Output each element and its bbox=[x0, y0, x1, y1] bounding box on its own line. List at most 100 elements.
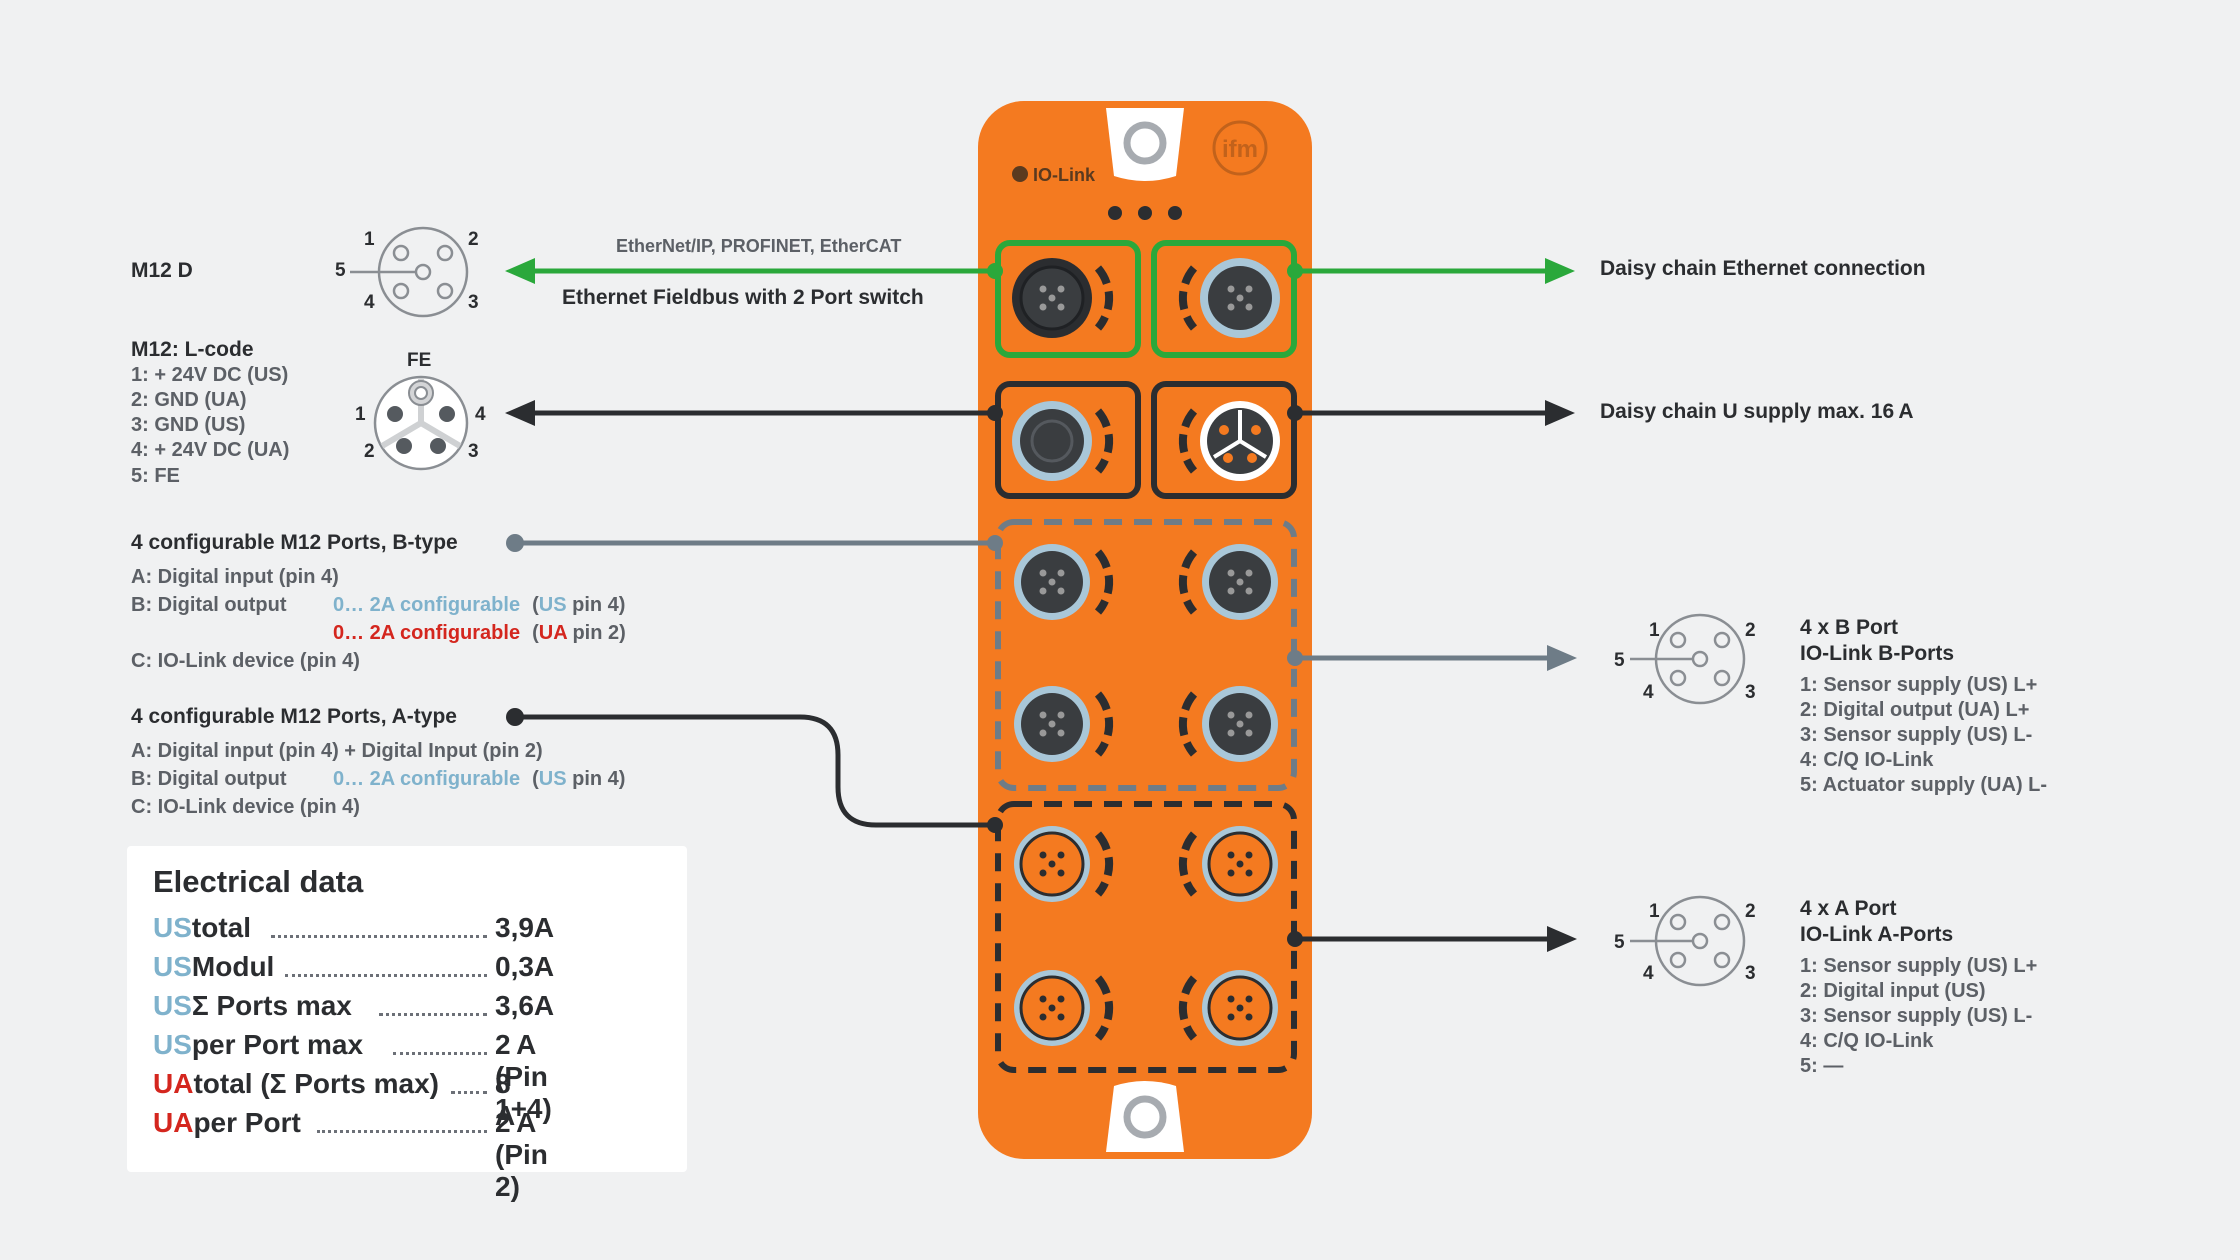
a-type-config-us-range: 0… 2A configurable bbox=[333, 768, 521, 790]
l-code-pin-2: 2 bbox=[364, 441, 375, 462]
m12-d-pinout-icon bbox=[350, 226, 469, 318]
l-code-fe-label: FE bbox=[407, 350, 432, 371]
power-in-port-icon bbox=[1012, 401, 1114, 481]
b-port-pin-4: 4 bbox=[1643, 682, 1654, 703]
ethernet-port-1-icon bbox=[1012, 258, 1114, 338]
b-port-pin-1-desc: 1: Sensor supply (US) L+ bbox=[1800, 674, 2038, 696]
a-port-pin-1-desc: 1: Sensor supply (US) L+ bbox=[1800, 955, 2038, 977]
a-port-title: 4 x A Port bbox=[1800, 897, 1897, 920]
status-led-icon bbox=[1108, 206, 1122, 220]
b-port-pin-5: 5 bbox=[1614, 650, 1625, 671]
electrical-row-value: 8 A bbox=[495, 1068, 517, 1131]
leader-dots bbox=[317, 1130, 487, 1133]
electrical-data-panel: Electrical data US total 3,9A US Modul 0… bbox=[127, 846, 687, 1202]
m12-d-title: M12 D bbox=[131, 259, 193, 282]
electrical-row-value: 2 A (Pin 1+4) bbox=[495, 1029, 552, 1124]
electrical-row-value: 3,9A bbox=[495, 912, 555, 943]
a-port-pinout-icon bbox=[1630, 895, 1746, 987]
a-type-config-us: 0… 2A configurable(US pin 4) bbox=[333, 768, 625, 791]
svg-text:ifm: ifm bbox=[1222, 136, 1258, 163]
b-type-c-desc: C: IO-Link device (pin 4) bbox=[131, 650, 360, 672]
b-type-config-us-prefix: US bbox=[538, 594, 567, 616]
electrical-row-prefix: US bbox=[153, 990, 192, 1021]
status-led-icon bbox=[1168, 206, 1182, 220]
electrical-row-label: Modul bbox=[191, 951, 275, 982]
b-type-config-ua-pin: pin 2) bbox=[566, 622, 626, 644]
electrical-row-ua-per-port: UA per Port 2 A (Pin 2) bbox=[153, 1107, 548, 1202]
electrical-row-us-ports-max: US Σ Ports max 3,6A bbox=[153, 990, 554, 1022]
status-led-icon bbox=[1138, 206, 1152, 220]
leader-dots bbox=[451, 1091, 487, 1094]
b-type-b-desc: B: Digital output bbox=[131, 594, 287, 616]
a-port-3-icon bbox=[1014, 970, 1114, 1046]
a-port-pin-3: 3 bbox=[1745, 963, 1756, 984]
electrical-row-us-modul: US Modul 0,3A bbox=[153, 951, 554, 983]
l-code-pin-4-desc: 4: + 24V DC (UA) bbox=[131, 439, 290, 461]
electrical-row-prefix: US bbox=[153, 951, 192, 982]
electrical-row-label: Σ Ports max bbox=[191, 990, 352, 1021]
ethernet-port-frame-left bbox=[995, 240, 1141, 358]
b-port-pin-4-desc: 4: C/Q IO-Link bbox=[1800, 749, 1934, 771]
ethernet-fieldbus-label: Ethernet Fieldbus with 2 Port switch bbox=[562, 286, 924, 309]
leader-dots bbox=[379, 1013, 487, 1016]
electrical-row-us-total: US total 3,9A bbox=[153, 912, 554, 944]
a-type-title: 4 configurable M12 Ports, A-type bbox=[131, 705, 457, 728]
electrical-row-label: total (Σ Ports max) bbox=[193, 1068, 439, 1099]
b-port-pin-3-desc: 3: Sensor supply (US) L- bbox=[1800, 724, 2033, 746]
electrical-row-value: 0,3A bbox=[495, 951, 555, 982]
a-port-1-icon bbox=[1014, 826, 1114, 902]
b-port-right-arrow bbox=[1287, 645, 1577, 671]
b-type-title: 4 configurable M12 Ports, B-type bbox=[131, 531, 458, 554]
a-type-config-us-prefix: US bbox=[538, 768, 567, 790]
electrical-row-prefix: UA bbox=[153, 1107, 194, 1138]
leader-dots bbox=[393, 1052, 487, 1055]
m12-d-pin-3: 3 bbox=[468, 292, 479, 313]
m12-d-pin-5: 5 bbox=[335, 260, 346, 281]
power-right-arrow bbox=[1287, 400, 1575, 426]
b-port-pin-5-desc: 5: Actuator supply (UA) L- bbox=[1800, 774, 2048, 796]
ethernet-right-arrow bbox=[1287, 258, 1575, 284]
b-type-config-ua-range: 0… 2A configurable bbox=[333, 622, 521, 644]
a-type-b-desc: B: Digital output bbox=[131, 768, 287, 790]
a-port-pin-3-desc: 3: Sensor supply (US) L- bbox=[1800, 1005, 2033, 1027]
b-type-config-us-pin: pin 4) bbox=[566, 594, 626, 616]
a-port-pin-2: 2 bbox=[1745, 901, 1756, 922]
electrical-row-ua-total: UA total (Σ Ports max) 8 A bbox=[153, 1068, 516, 1131]
power-out-port-icon bbox=[1178, 401, 1280, 481]
mounting-hole-top bbox=[1106, 108, 1184, 181]
mounting-hole-bottom bbox=[1106, 1081, 1184, 1152]
b-type-a-desc: A: Digital input (pin 4) bbox=[131, 566, 339, 588]
b-port-1-icon bbox=[1014, 544, 1114, 620]
a-port-right-arrow bbox=[1287, 926, 1577, 952]
m12-l-code-pinout-icon bbox=[373, 375, 469, 471]
power-port-frame-right bbox=[1151, 381, 1297, 499]
power-port-frame-left bbox=[995, 381, 1141, 499]
l-code-pin-5-desc: 5: FE bbox=[131, 465, 180, 487]
l-code-pin-4: 4 bbox=[475, 404, 486, 425]
electrical-data-title: Electrical data bbox=[153, 864, 364, 899]
l-code-title: M12: L-code bbox=[131, 338, 254, 361]
m12-d-pin-4: 4 bbox=[364, 292, 375, 313]
a-type-c-desc: C: IO-Link device (pin 4) bbox=[131, 796, 360, 818]
b-port-subtitle: IO-Link B-Ports bbox=[1800, 642, 1955, 665]
electrical-row-prefix: UA bbox=[153, 1068, 194, 1099]
a-port-pin-4: 4 bbox=[1643, 963, 1654, 984]
svg-text:IO-Link: IO-Link bbox=[1033, 165, 1096, 185]
b-port-3-icon bbox=[1014, 686, 1114, 762]
l-code-pin-1: 1 bbox=[355, 404, 366, 425]
a-port-pin-1: 1 bbox=[1649, 901, 1660, 922]
b-port-4-icon bbox=[1178, 686, 1278, 762]
ethernet-port-frame-right bbox=[1151, 240, 1297, 358]
electrical-row-value: 2 A (Pin 2) bbox=[495, 1107, 548, 1202]
b-port-pin-1: 1 bbox=[1649, 620, 1660, 641]
b-type-config-ua: 0… 2A configurable(UA pin 2) bbox=[333, 622, 626, 645]
electrical-row-prefix: US bbox=[153, 1029, 192, 1060]
electrical-row-label: per Port max bbox=[191, 1029, 364, 1060]
b-port-2-icon bbox=[1178, 544, 1278, 620]
b-type-config-us: 0… 2A configurable(US pin 4) bbox=[333, 594, 625, 617]
a-port-pin-2-desc: 2: Digital input (US) bbox=[1800, 980, 1986, 1002]
a-type-a-desc: A: Digital input (pin 4) + Digital Input… bbox=[131, 740, 543, 762]
b-port-title: 4 x B Port bbox=[1800, 616, 1899, 639]
a-port-pin-5: 5 bbox=[1614, 932, 1625, 953]
